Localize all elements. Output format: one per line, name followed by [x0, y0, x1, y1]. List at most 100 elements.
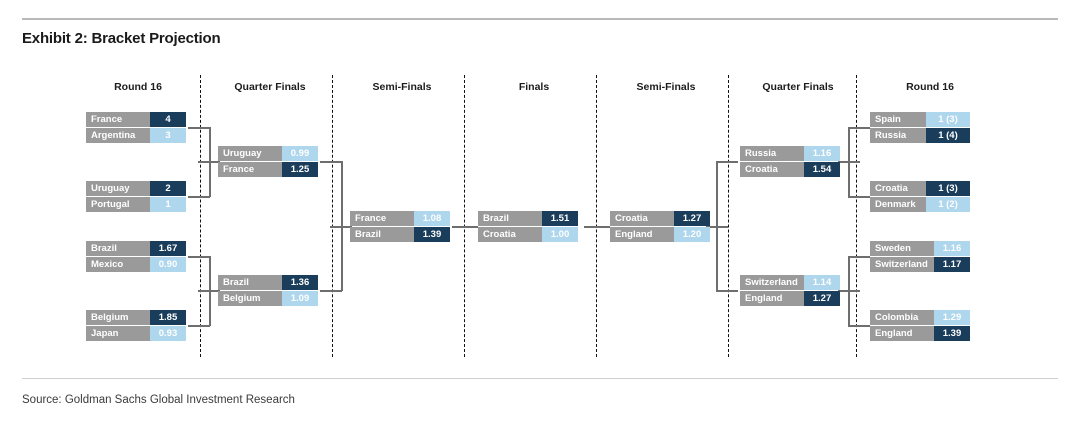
team-value: 2	[150, 181, 186, 196]
column-header-round16-left: Round 16	[114, 81, 162, 93]
team-value: 1	[150, 197, 186, 212]
bracket-row[interactable]: Denmark 1 (2)	[870, 197, 970, 212]
bracket-row[interactable]: Brazil 1.51	[478, 211, 578, 226]
team-value: 1 (2)	[926, 197, 970, 212]
bracket-row[interactable]: Croatia 1.00	[478, 227, 578, 242]
bracket-row[interactable]: England 1.39	[870, 326, 970, 341]
team-name: England	[615, 229, 653, 240]
team-name: Belgium	[223, 293, 261, 304]
team-value: 1.25	[282, 162, 318, 177]
bracket-row[interactable]: Brazil 1.36	[218, 275, 318, 290]
connector	[452, 226, 478, 228]
bracket-row[interactable]: Uruguay 0.99	[218, 146, 318, 161]
team-value: 1.16	[934, 241, 970, 256]
match-right-round16-2[interactable]: Croatia 1 (3) Denmark 1 (2)	[870, 181, 970, 212]
team-value: 1.54	[804, 162, 840, 177]
bracket-row[interactable]: Japan 0.93	[86, 326, 186, 341]
team-value: 1.09	[282, 291, 318, 306]
team-name: Croatia	[745, 164, 778, 175]
connector	[320, 290, 342, 292]
team-name: France	[91, 114, 123, 125]
bracket-row[interactable]: Uruguay 2	[86, 181, 186, 196]
team-name: Brazil	[91, 243, 117, 254]
bracket-row[interactable]: Argentina 3	[86, 128, 186, 143]
bracket-row[interactable]: Portugal 1	[86, 197, 186, 212]
connector	[188, 256, 210, 258]
bracket-row[interactable]: Russia 1 (4)	[870, 128, 970, 143]
bracket-row[interactable]: Brazil 1.67	[86, 241, 186, 256]
connector	[848, 127, 870, 129]
team-value: 1 (3)	[926, 112, 970, 127]
team-name: Switzerland	[875, 259, 928, 270]
match-left-quarterfinal-2[interactable]: Brazil 1.36 Belgium 1.09	[218, 275, 318, 306]
match-right-quarterfinal-2[interactable]: Switzerland 1.14 England 1.27	[740, 275, 840, 306]
team-name: France	[355, 213, 387, 224]
bracket-row[interactable]: France 1.08	[350, 211, 450, 226]
team-value: 1.67	[150, 241, 186, 256]
connector	[848, 256, 870, 258]
match-right-round16-3[interactable]: Sweden 1.16 Switzerland 1.17	[870, 241, 970, 272]
bracket-row[interactable]: Colombia 1.29	[870, 310, 970, 325]
bracket-row[interactable]: Belgium 1.09	[218, 291, 318, 306]
bracket-row[interactable]: Spain 1 (3)	[870, 112, 970, 127]
team-value: 1.08	[414, 211, 450, 226]
bracket-row[interactable]: Brazil 1.39	[350, 227, 450, 242]
team-value: 1 (4)	[926, 128, 970, 143]
bracket-row[interactable]: Croatia 1.54	[740, 162, 840, 177]
bracket-row[interactable]: Mexico 0.90	[86, 257, 186, 272]
match-left-quarterfinal-1[interactable]: Uruguay 0.99 France 1.25	[218, 146, 318, 177]
bracket-row[interactable]: Croatia 1.27	[610, 211, 710, 226]
top-divider-rule	[22, 18, 1058, 20]
connector	[188, 127, 210, 129]
bracket-row[interactable]: Croatia 1 (3)	[870, 181, 970, 196]
team-value: 1.27	[674, 211, 710, 226]
team-name: Russia	[745, 148, 777, 159]
bottom-divider-rule	[22, 378, 1058, 379]
column-divider-2	[332, 75, 333, 357]
connector	[848, 325, 870, 327]
match-right-round16-4[interactable]: Colombia 1.29 England 1.39	[870, 310, 970, 341]
bracket-row[interactable]: Sweden 1.16	[870, 241, 970, 256]
team-value: 1.14	[804, 275, 840, 290]
column-header-semifinals-left: Semi-Finals	[372, 81, 432, 93]
bracket-row[interactable]: Switzerland 1.17	[870, 257, 970, 272]
match-left-semifinal[interactable]: France 1.08 Brazil 1.39	[350, 211, 450, 242]
bracket-row[interactable]: England 1.20	[610, 227, 710, 242]
team-name: Russia	[875, 130, 907, 141]
team-name: Spain	[875, 114, 901, 125]
bracket-row[interactable]: England 1.27	[740, 291, 840, 306]
team-name: Colombia	[875, 312, 919, 323]
bracket-row[interactable]: France 4	[86, 112, 186, 127]
connector	[706, 226, 728, 228]
team-name: Switzerland	[745, 277, 798, 288]
connector	[330, 226, 352, 228]
match-final[interactable]: Brazil 1.51 Croatia 1.00	[478, 211, 578, 242]
bracket-row[interactable]: Belgium 1.85	[86, 310, 186, 325]
connector	[838, 161, 860, 163]
column-header-quarterfinals-left: Quarter Finals	[234, 81, 306, 93]
match-right-semifinal[interactable]: Croatia 1.27 England 1.20	[610, 211, 710, 242]
team-value: 0.90	[150, 257, 186, 272]
team-value: 1.27	[804, 291, 840, 306]
team-name: France	[223, 164, 255, 175]
match-right-quarterfinal-1[interactable]: Russia 1.16 Croatia 1.54	[740, 146, 840, 177]
team-name: England	[745, 293, 783, 304]
column-header-finals: Finals	[518, 81, 550, 93]
column-header-quarterfinals-right: Quarter Finals	[762, 81, 834, 93]
team-name: England	[875, 328, 913, 339]
match-left-round16-4[interactable]: Belgium 1.85 Japan 0.93	[86, 310, 186, 341]
match-left-round16-3[interactable]: Brazil 1.67 Mexico 0.90	[86, 241, 186, 272]
column-divider-6	[856, 75, 857, 357]
connector	[716, 161, 738, 163]
team-value: 4	[150, 112, 186, 127]
column-header-semifinals-right: Semi-Finals	[636, 81, 696, 93]
match-left-round16-1[interactable]: France 4 Argentina 3	[86, 112, 186, 143]
bracket-row[interactable]: Switzerland 1.14	[740, 275, 840, 290]
bracket-row[interactable]: France 1.25	[218, 162, 318, 177]
match-left-round16-2[interactable]: Uruguay 2 Portugal 1	[86, 181, 186, 212]
team-name: Belgium	[91, 312, 129, 323]
team-value: 0.93	[150, 326, 186, 341]
match-right-round16-1[interactable]: Spain 1 (3) Russia 1 (4)	[870, 112, 970, 143]
bracket-row[interactable]: Russia 1.16	[740, 146, 840, 161]
